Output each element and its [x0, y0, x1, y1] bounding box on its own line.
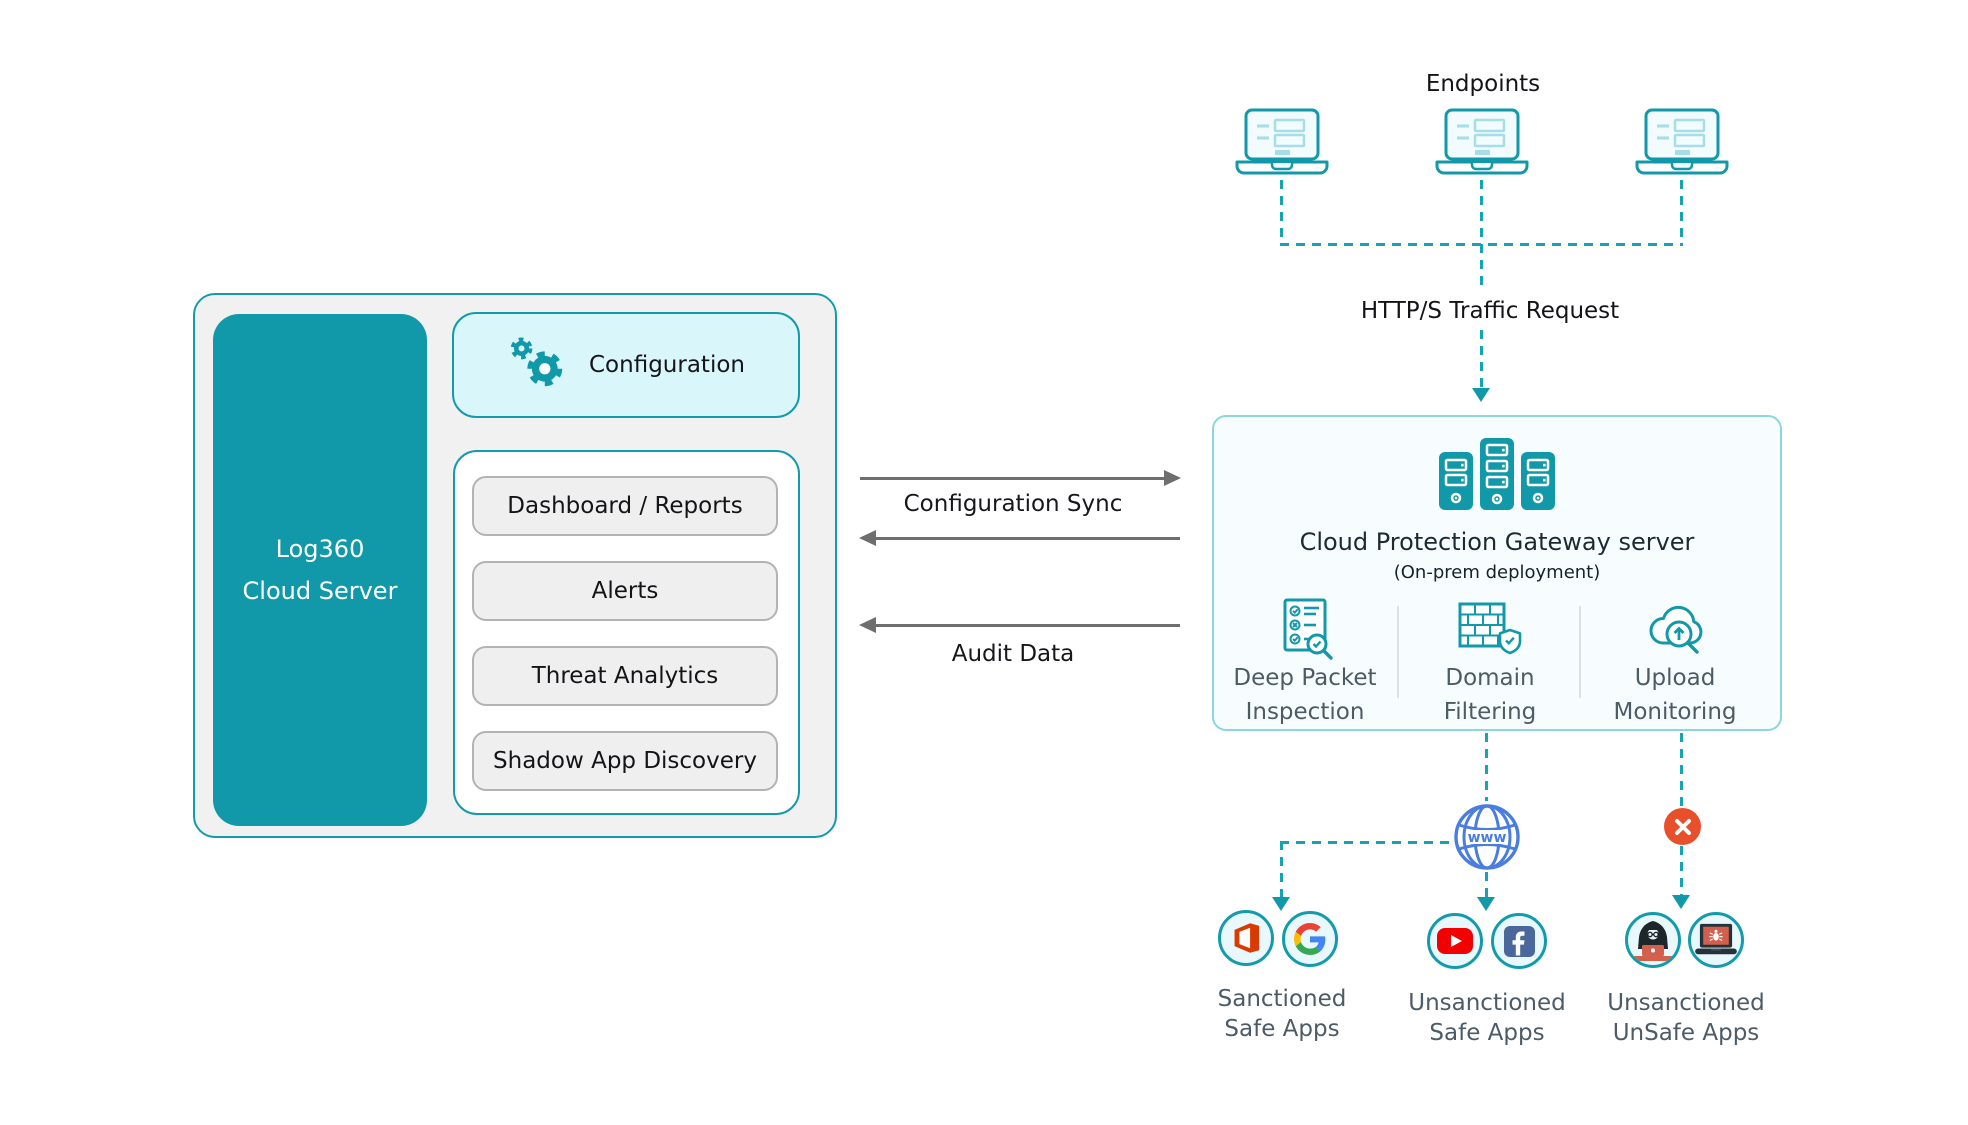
feature-label-line2: Inspection — [1245, 699, 1365, 725]
config-sync-arrowhead-right — [1164, 470, 1181, 486]
laptop-icon — [1632, 107, 1732, 183]
laptop-icon — [1232, 107, 1332, 183]
sanctioned-drop-connector — [1280, 841, 1283, 897]
module-shadow-app-discovery: Shadow App Discovery — [472, 731, 778, 791]
audit-data-arrowhead-left — [859, 617, 876, 633]
sanctioned-arrowhead — [1272, 897, 1290, 911]
gateway-to-blocked-connector — [1680, 733, 1683, 809]
gateway-subtitle: (On-prem deployment) — [1393, 562, 1601, 583]
feature-divider — [1397, 606, 1399, 698]
config-sync-arrowhead-left — [859, 530, 876, 546]
log360-label-line2: Cloud Server — [242, 577, 398, 605]
traffic-connector — [1480, 330, 1483, 388]
group-label-line1: Unsanctioned — [1607, 990, 1765, 1016]
malware-laptop-icon — [1688, 912, 1744, 968]
blocked-drop-connector — [1680, 846, 1683, 896]
feature-label-line1: Upload — [1634, 665, 1716, 691]
gateway-title: Cloud Protection Gateway server — [1299, 528, 1695, 556]
google-icon — [1282, 911, 1338, 967]
sanctioned-safe-apps-label: Sanctioned Safe Apps — [1177, 984, 1387, 1044]
gears-icon — [507, 333, 569, 397]
traffic-arrowhead — [1472, 388, 1490, 402]
feature-label-line2: Filtering — [1443, 699, 1537, 725]
web-to-sanctioned-connector — [1280, 841, 1454, 844]
x-icon — [1674, 818, 1691, 835]
feature-label-line1: Deep Packet — [1233, 665, 1377, 691]
http-traffic-label: HTTP/S Traffic Request — [1360, 298, 1620, 324]
unsanctioned-unsafe-apps-label: Unsanctioned UnSafe Apps — [1581, 988, 1791, 1048]
group-label-line1: Sanctioned — [1217, 986, 1347, 1012]
log360-label-line1: Log360 — [275, 535, 365, 563]
feature-divider — [1579, 606, 1581, 698]
www-label: www — [1468, 830, 1507, 846]
module-threat-analytics: Threat Analytics — [472, 646, 778, 706]
feature-upload-monitoring: Upload Monitoring — [1585, 594, 1765, 728]
unsanctioned-safe-apps-label: Unsanctioned Safe Apps — [1382, 988, 1592, 1048]
unsanctioned-arrowhead — [1477, 897, 1495, 911]
unsanctioned-drop-connector — [1485, 872, 1488, 898]
feature-label-line2: Monitoring — [1613, 699, 1737, 725]
server-rack-icon — [1439, 436, 1555, 514]
hacker-icon — [1625, 912, 1681, 968]
office-icon — [1218, 910, 1274, 966]
group-label-line2: UnSafe Apps — [1612, 1020, 1760, 1046]
gateway-to-web-connector — [1485, 733, 1488, 801]
group-label-line2: Safe Apps — [1224, 1016, 1340, 1042]
audit-data-label: Audit Data — [951, 641, 1075, 667]
feature-domain-filtering: Domain Filtering — [1400, 594, 1580, 728]
inspection-document-icon — [1273, 594, 1337, 660]
audit-data-arrow-line — [874, 624, 1180, 627]
feature-deep-packet-inspection: Deep Packet Inspection — [1215, 594, 1395, 728]
configuration-label: Configuration — [589, 352, 745, 378]
config-sync-label: Configuration Sync — [903, 491, 1123, 517]
log360-cloud-server-box: Log360 Cloud Server — [213, 314, 427, 826]
module-dashboard-reports: Dashboard / Reports — [472, 476, 778, 536]
cloud-upload-icon — [1644, 594, 1706, 660]
config-sync-arrow-line — [860, 477, 1166, 480]
configuration-card: Configuration — [452, 312, 800, 418]
endpoint-connector — [1680, 180, 1683, 244]
www-globe-icon: www — [1452, 802, 1522, 876]
module-alerts: Alerts — [472, 561, 778, 621]
laptop-icon — [1432, 107, 1532, 183]
endpoint-connector — [1280, 180, 1283, 244]
youtube-icon — [1427, 913, 1483, 969]
group-label-line1: Unsanctioned — [1408, 990, 1566, 1016]
group-label-line2: Safe Apps — [1429, 1020, 1545, 1046]
config-sync-return-line — [874, 537, 1180, 540]
endpoint-connector-bus — [1280, 243, 1683, 246]
feature-label-line1: Domain — [1445, 665, 1535, 691]
blocked-x-badge — [1664, 808, 1701, 845]
facebook-icon — [1491, 913, 1547, 969]
firewall-icon — [1458, 594, 1522, 660]
blocked-arrowhead — [1672, 895, 1690, 909]
endpoint-connector — [1480, 180, 1483, 290]
endpoints-label: Endpoints — [1425, 71, 1541, 97]
